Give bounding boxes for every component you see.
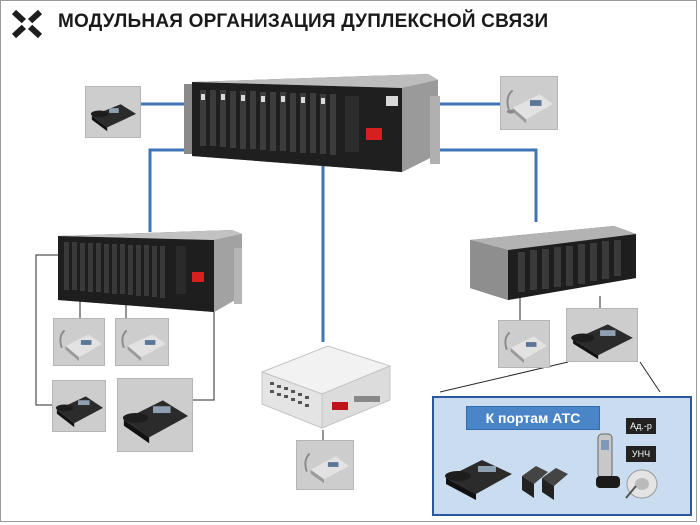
desk-phone-right-1	[498, 320, 550, 368]
desk-phone-left-2	[115, 318, 169, 366]
rack-station-left	[58, 230, 242, 312]
page-title: МОДУЛЬНАЯ ОРГАНИЗАЦИЯ ДУПЛЕКСНОЙ СВЯЗИ	[58, 11, 549, 32]
wire-left-station-1	[35, 254, 70, 406]
loudspeaker-icon	[625, 469, 658, 499]
desk-phone-top-right	[500, 76, 558, 130]
rack-station-right	[470, 226, 636, 300]
desk-phone-switch	[296, 440, 354, 490]
desk-phone-top-left	[85, 86, 141, 138]
system-phone-left-1	[52, 380, 106, 432]
system-phone-ats	[445, 460, 512, 500]
speaker-pair	[522, 466, 568, 500]
ats-ports-label: К портам АТС	[466, 406, 600, 430]
dect-phone	[596, 433, 620, 488]
link-main-station-right	[405, 148, 538, 222]
company-logo	[12, 10, 42, 38]
system-phone-left-2	[117, 378, 193, 452]
main-rack-server	[184, 74, 440, 172]
amplifier-box: УНЧ	[626, 446, 656, 462]
adapter-box: Ад.-р	[626, 418, 656, 434]
system-phone-right	[566, 308, 638, 362]
wire-right-to-panel	[639, 361, 661, 393]
desk-phone-left-1	[53, 318, 105, 366]
wire-left-station-4	[190, 310, 215, 401]
switch-unit	[260, 345, 392, 429]
